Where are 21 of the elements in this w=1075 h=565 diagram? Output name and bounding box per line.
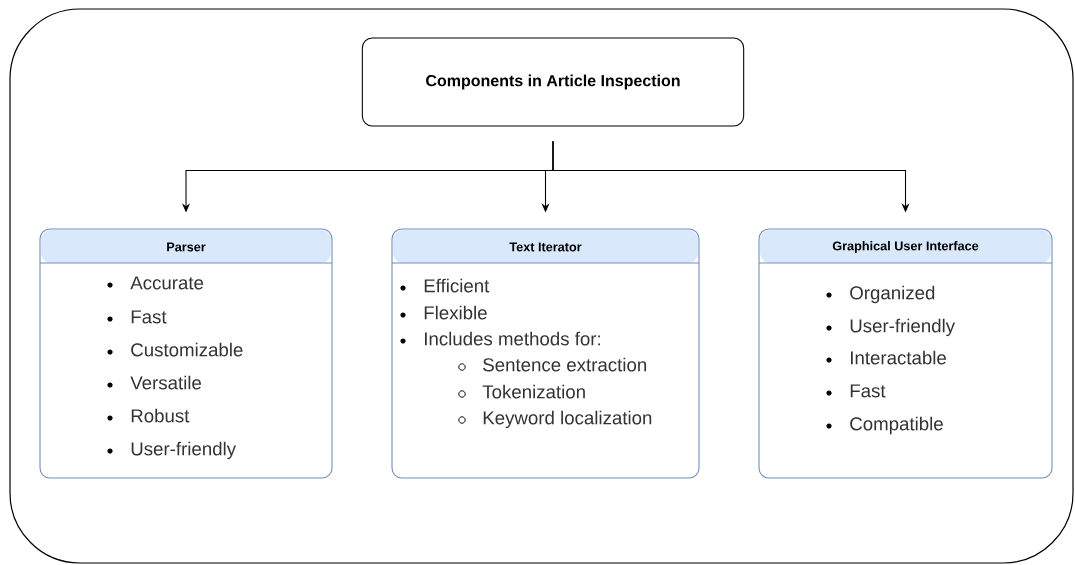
list-item: User-friendly (826, 318, 956, 337)
list-item: Flexible (400, 305, 487, 320)
list-item: Sentence extraction (458, 357, 647, 372)
card-header: Text Iterator (509, 242, 582, 252)
list-item: Compatible (826, 416, 943, 435)
list-item: User-friendly (107, 441, 237, 460)
list-item: Efficient (400, 278, 490, 293)
list-item: Customizable (107, 342, 243, 357)
list-item: Fast (826, 384, 886, 398)
list-item: Keyword localization (458, 410, 652, 429)
title-box: Components in Article Inspection (361, 37, 745, 127)
list-item: Interactable (826, 350, 946, 365)
list-item: Versatile (107, 375, 202, 390)
card-header: Graphical User Interface (832, 241, 979, 253)
list-item: Robust (107, 408, 190, 423)
card-header: Parser (167, 242, 206, 252)
list-item: Fast (107, 310, 167, 324)
list-item: Accurate (107, 276, 204, 290)
list-item: Tokenization (458, 384, 585, 399)
list-item: Includes methods for: (400, 331, 600, 346)
list-item: Organized (826, 285, 935, 304)
